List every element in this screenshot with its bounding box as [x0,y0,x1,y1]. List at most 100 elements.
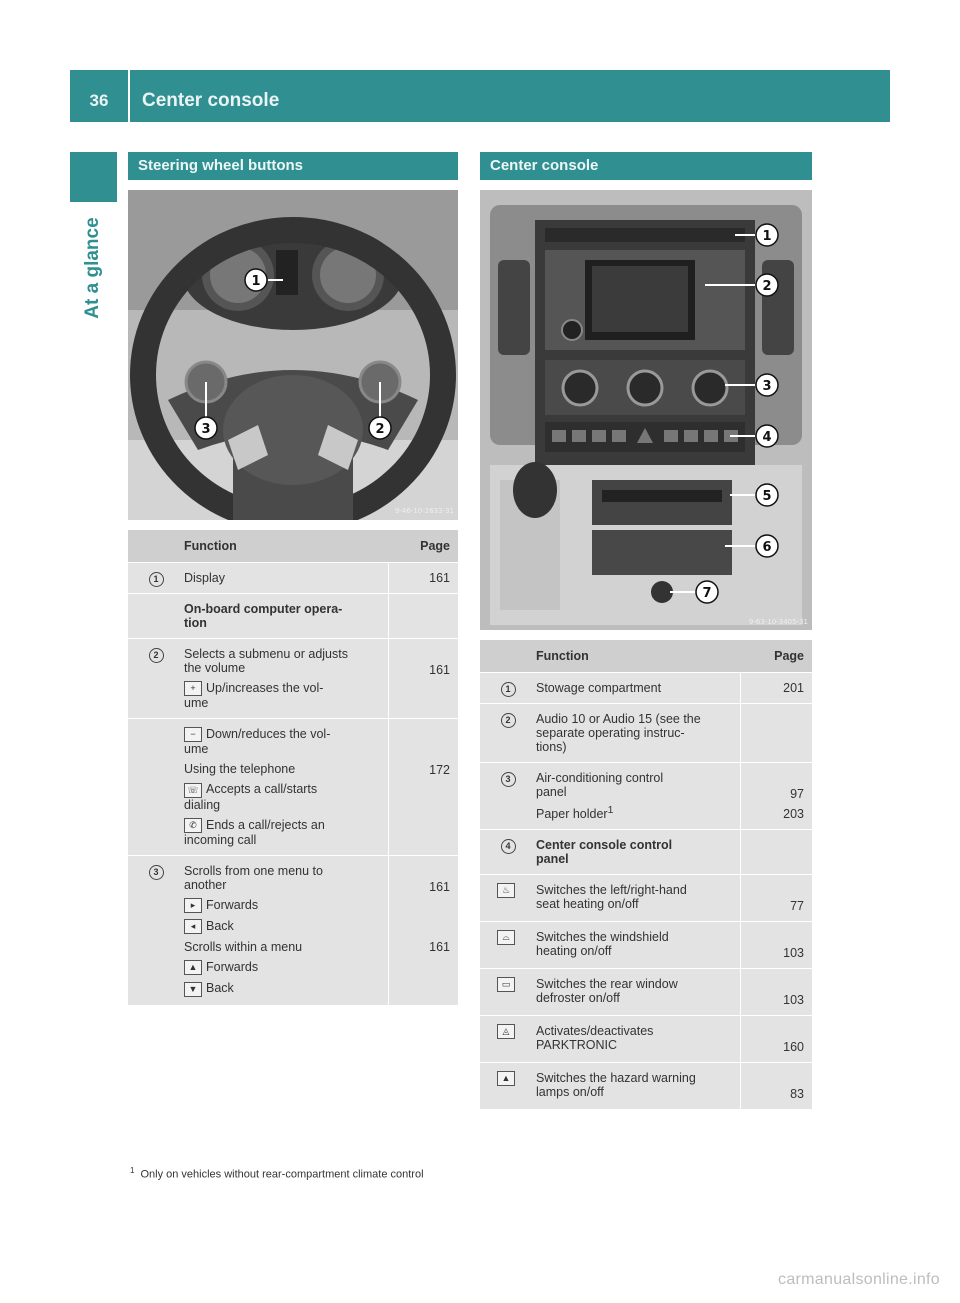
table-row: ▲ Switches the hazard warning lamps on/o… [480,1062,812,1110]
svg-text:2: 2 [762,279,771,294]
svg-text:1: 1 [251,274,260,289]
row-text: seat heating on/off [536,897,639,912]
row-text: separate operating instruc- [536,726,685,740]
svg-text:7: 7 [702,586,711,601]
page-ref: 161 [387,562,458,594]
photo-code: 9-63-10-3405-31 [749,618,808,626]
page-ref: 201 [739,672,812,704]
table-row: 2 Audio 10 or Audio 15 (see the separate… [480,703,812,763]
th-function: Function [536,640,740,673]
hazard-warning-icon: ▲ [497,1071,515,1087]
row-text: another [184,877,227,892]
svg-text:1: 1 [762,229,771,244]
table-row: 1 Stowage compartment 201 [480,672,812,704]
table-row: −Down/reduces the vol- ume Using the tel… [128,718,458,856]
row-text: Scrolls within a menu [184,940,303,955]
footnote-ref: 1 [607,805,614,816]
row-text: defroster on/off [536,991,620,1006]
callout-3: 3 [194,416,218,440]
watermark: carmanualsonline.info [778,1271,940,1288]
table-row: ▭ Switches the rear window defroster on/… [480,968,812,1016]
header-divider [128,70,130,122]
menu-forward-icon: ▸ [184,898,202,914]
row-text: Ends a call/rejects an [206,817,325,832]
row-text: Forwards [206,897,259,912]
item-number: 2 [500,713,516,728]
table-row: 3 Air-conditioning control panel Paper h… [480,761,812,830]
page-ref: 172 [387,718,458,856]
item-number: 1 [148,572,164,587]
table-row: On-board computer opera- tion [128,593,458,639]
item-number: 4 [500,839,516,855]
row-text: On-board computer opera- [184,602,343,616]
callout-5: 5 [755,483,779,507]
svg-text:4: 4 [762,430,771,445]
table-row: ⌓ Switches the windshield heating on/off… [480,921,812,969]
row-text: dialing [184,797,221,812]
row-text: PARKTRONIC [536,1038,618,1053]
plus-key-icon: + [184,681,202,697]
th-page: Page [388,530,458,563]
row-text: panel [536,785,567,799]
row-text: Using the telephone [184,762,296,777]
steering-wheel-heading: Steering wheel buttons [128,152,458,180]
item-number: 1 [500,682,516,697]
page-ref: 97 [790,787,804,801]
center-console-heading: Center console [480,152,812,180]
footnote-text: Only on vehicles without rear-compartmen… [140,1168,424,1181]
rear-defroster-icon: ▭ [497,977,515,993]
steering-wheel-photo: 1 3 2 9-46-10-2633-31 [128,190,458,520]
photo-code: 9-46-10-2633-31 [395,507,454,515]
row-text: Activates/deactivates [536,1024,654,1039]
arrow-down-icon: ▼ [184,981,202,997]
item-number: 3 [500,772,516,787]
row-text: Back [206,981,234,996]
row-text: Scrolls from one menu to [184,863,323,878]
callout-3: 3 [755,373,779,397]
callout-1: 1 [244,268,268,292]
footnote-mark: 1 [130,1166,135,1175]
row-text: Center console control [536,838,673,853]
page-number: 36 [89,91,109,110]
parktronic-icon: ◬ [497,1024,515,1040]
row-text: ume [184,742,209,757]
svg-text:2: 2 [375,422,384,437]
row-text: tion [184,616,207,630]
page-ref: 83 [739,1062,812,1110]
row-text: incoming call [184,832,257,847]
steering-function-table: Function Page 1 Display 161 On-board com… [128,530,458,1005]
page-ref: 161 [429,939,450,954]
row-text: Down/reduces the vol- [206,727,331,742]
page-ref: 203 [783,807,804,821]
row-text: Paper holder [536,807,608,822]
callout-7: 7 [695,580,719,604]
arrow-up-icon: ▲ [184,960,202,976]
callout-2: 2 [755,273,779,297]
callout-6: 6 [755,534,779,558]
row-text: Back [206,919,234,934]
row-text: Switches the left/right-hand [536,883,687,898]
row-text: lamps on/off [536,1085,604,1100]
row-text: Display [184,571,225,585]
page-ref: 103 [739,921,812,969]
page-ref: 160 [739,1015,812,1063]
row-text: panel [536,852,569,867]
footnote: 1 Only on vehicles without rear-compartme… [130,1166,424,1181]
row-text: Switches the hazard warning [536,1071,696,1086]
item-number: 3 [148,864,164,880]
svg-text:6: 6 [762,540,771,555]
item-number: 2 [148,648,164,663]
table-row: ◬ Activates/deactivates PARKTRONIC 160 [480,1015,812,1063]
center-console-photo: 1 2 3 4 5 6 7 9-63-10-3405-31 [480,190,812,630]
row-text: Forwards [206,960,259,975]
callout-4: 4 [755,424,779,448]
table-row: 1 Display 161 [128,562,458,594]
page-header: 36 Center console [70,70,890,122]
row-text: tions) [536,740,567,754]
page-ref: 103 [739,968,812,1016]
svg-text:3: 3 [201,422,210,437]
side-tab [70,152,117,202]
row-text: Switches the rear window [536,977,678,992]
svg-text:3: 3 [762,379,771,394]
menu-back-icon: ◂ [184,919,202,935]
